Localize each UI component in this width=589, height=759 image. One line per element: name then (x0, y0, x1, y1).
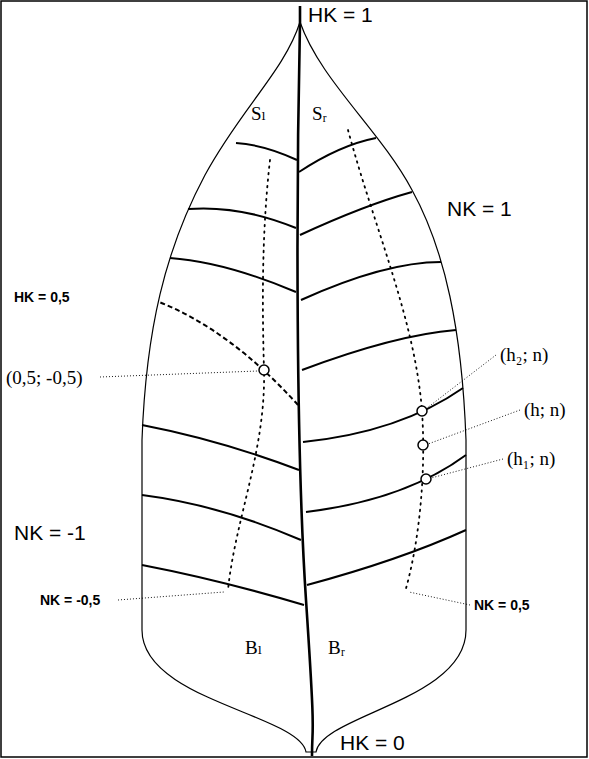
coordinate-label: (0,5; -0,5) (6, 368, 83, 387)
leader-lines (100, 355, 520, 605)
region-label: Sₗ (251, 104, 266, 123)
label-text: (h; n) (524, 399, 566, 420)
region-label: Sᵣ (312, 104, 327, 123)
region-label: Bᵣ (328, 638, 345, 657)
label-text: Bᵣ (328, 637, 345, 658)
vein (301, 262, 441, 300)
vein (170, 258, 296, 292)
label-text: HK = 0,5 (14, 289, 70, 305)
label-text: NK = 0,5 (474, 597, 530, 613)
leader-line (427, 355, 496, 408)
coordinate-label: (h; n) (524, 400, 566, 419)
label-text: NK = -1 (14, 521, 86, 544)
dashed-vein (159, 302, 298, 405)
axis-label: HK = 0 (340, 732, 405, 753)
vein (300, 192, 412, 235)
midrib (298, 6, 313, 756)
axis-label: NK = -1 (14, 522, 86, 543)
point-marker (417, 406, 427, 416)
coordinate-label: (h₂; n) (500, 345, 548, 364)
label-text: Bₗ (245, 637, 262, 658)
label-text: (h₁; n) (507, 448, 555, 469)
leader-line (428, 410, 520, 444)
vein (299, 138, 376, 172)
label-text: (h₂; n) (500, 344, 548, 365)
vein (188, 208, 296, 228)
label-text: HK = 1 (308, 3, 373, 26)
region-label: Bₗ (245, 638, 262, 657)
axis-label: NK = 0,5 (474, 598, 530, 612)
leader-line (409, 592, 470, 605)
label-text: NK = -0,5 (40, 592, 100, 608)
vein (142, 495, 301, 540)
vein (306, 455, 466, 512)
leaf-outline (142, 22, 466, 752)
leader-line (118, 592, 224, 600)
axis-label: HK = 0,5 (14, 290, 70, 304)
point-marker (259, 365, 269, 375)
axis-label: NK = -0,5 (40, 593, 100, 607)
axis-label: HK = 1 (308, 4, 373, 25)
point-marker (418, 440, 428, 450)
label-text: Sₗ (251, 103, 266, 124)
dotted-line (348, 130, 423, 592)
vein (303, 388, 463, 442)
label-text: NK = 1 (447, 197, 512, 220)
coordinate-label: (h₁; n) (507, 449, 555, 468)
label-text: HK = 0 (340, 731, 405, 754)
label-text: (0,5; -0,5) (6, 367, 83, 388)
leader-line (100, 371, 258, 377)
vein (302, 330, 456, 370)
axis-label: NK = 1 (447, 198, 512, 219)
leader-line (431, 459, 503, 478)
vein (236, 143, 297, 160)
points (259, 365, 431, 484)
vein (142, 565, 304, 605)
vein (142, 425, 299, 470)
dotted-line (228, 160, 270, 590)
label-text: Sᵣ (312, 103, 327, 124)
vein (307, 530, 466, 585)
point-marker (421, 474, 431, 484)
